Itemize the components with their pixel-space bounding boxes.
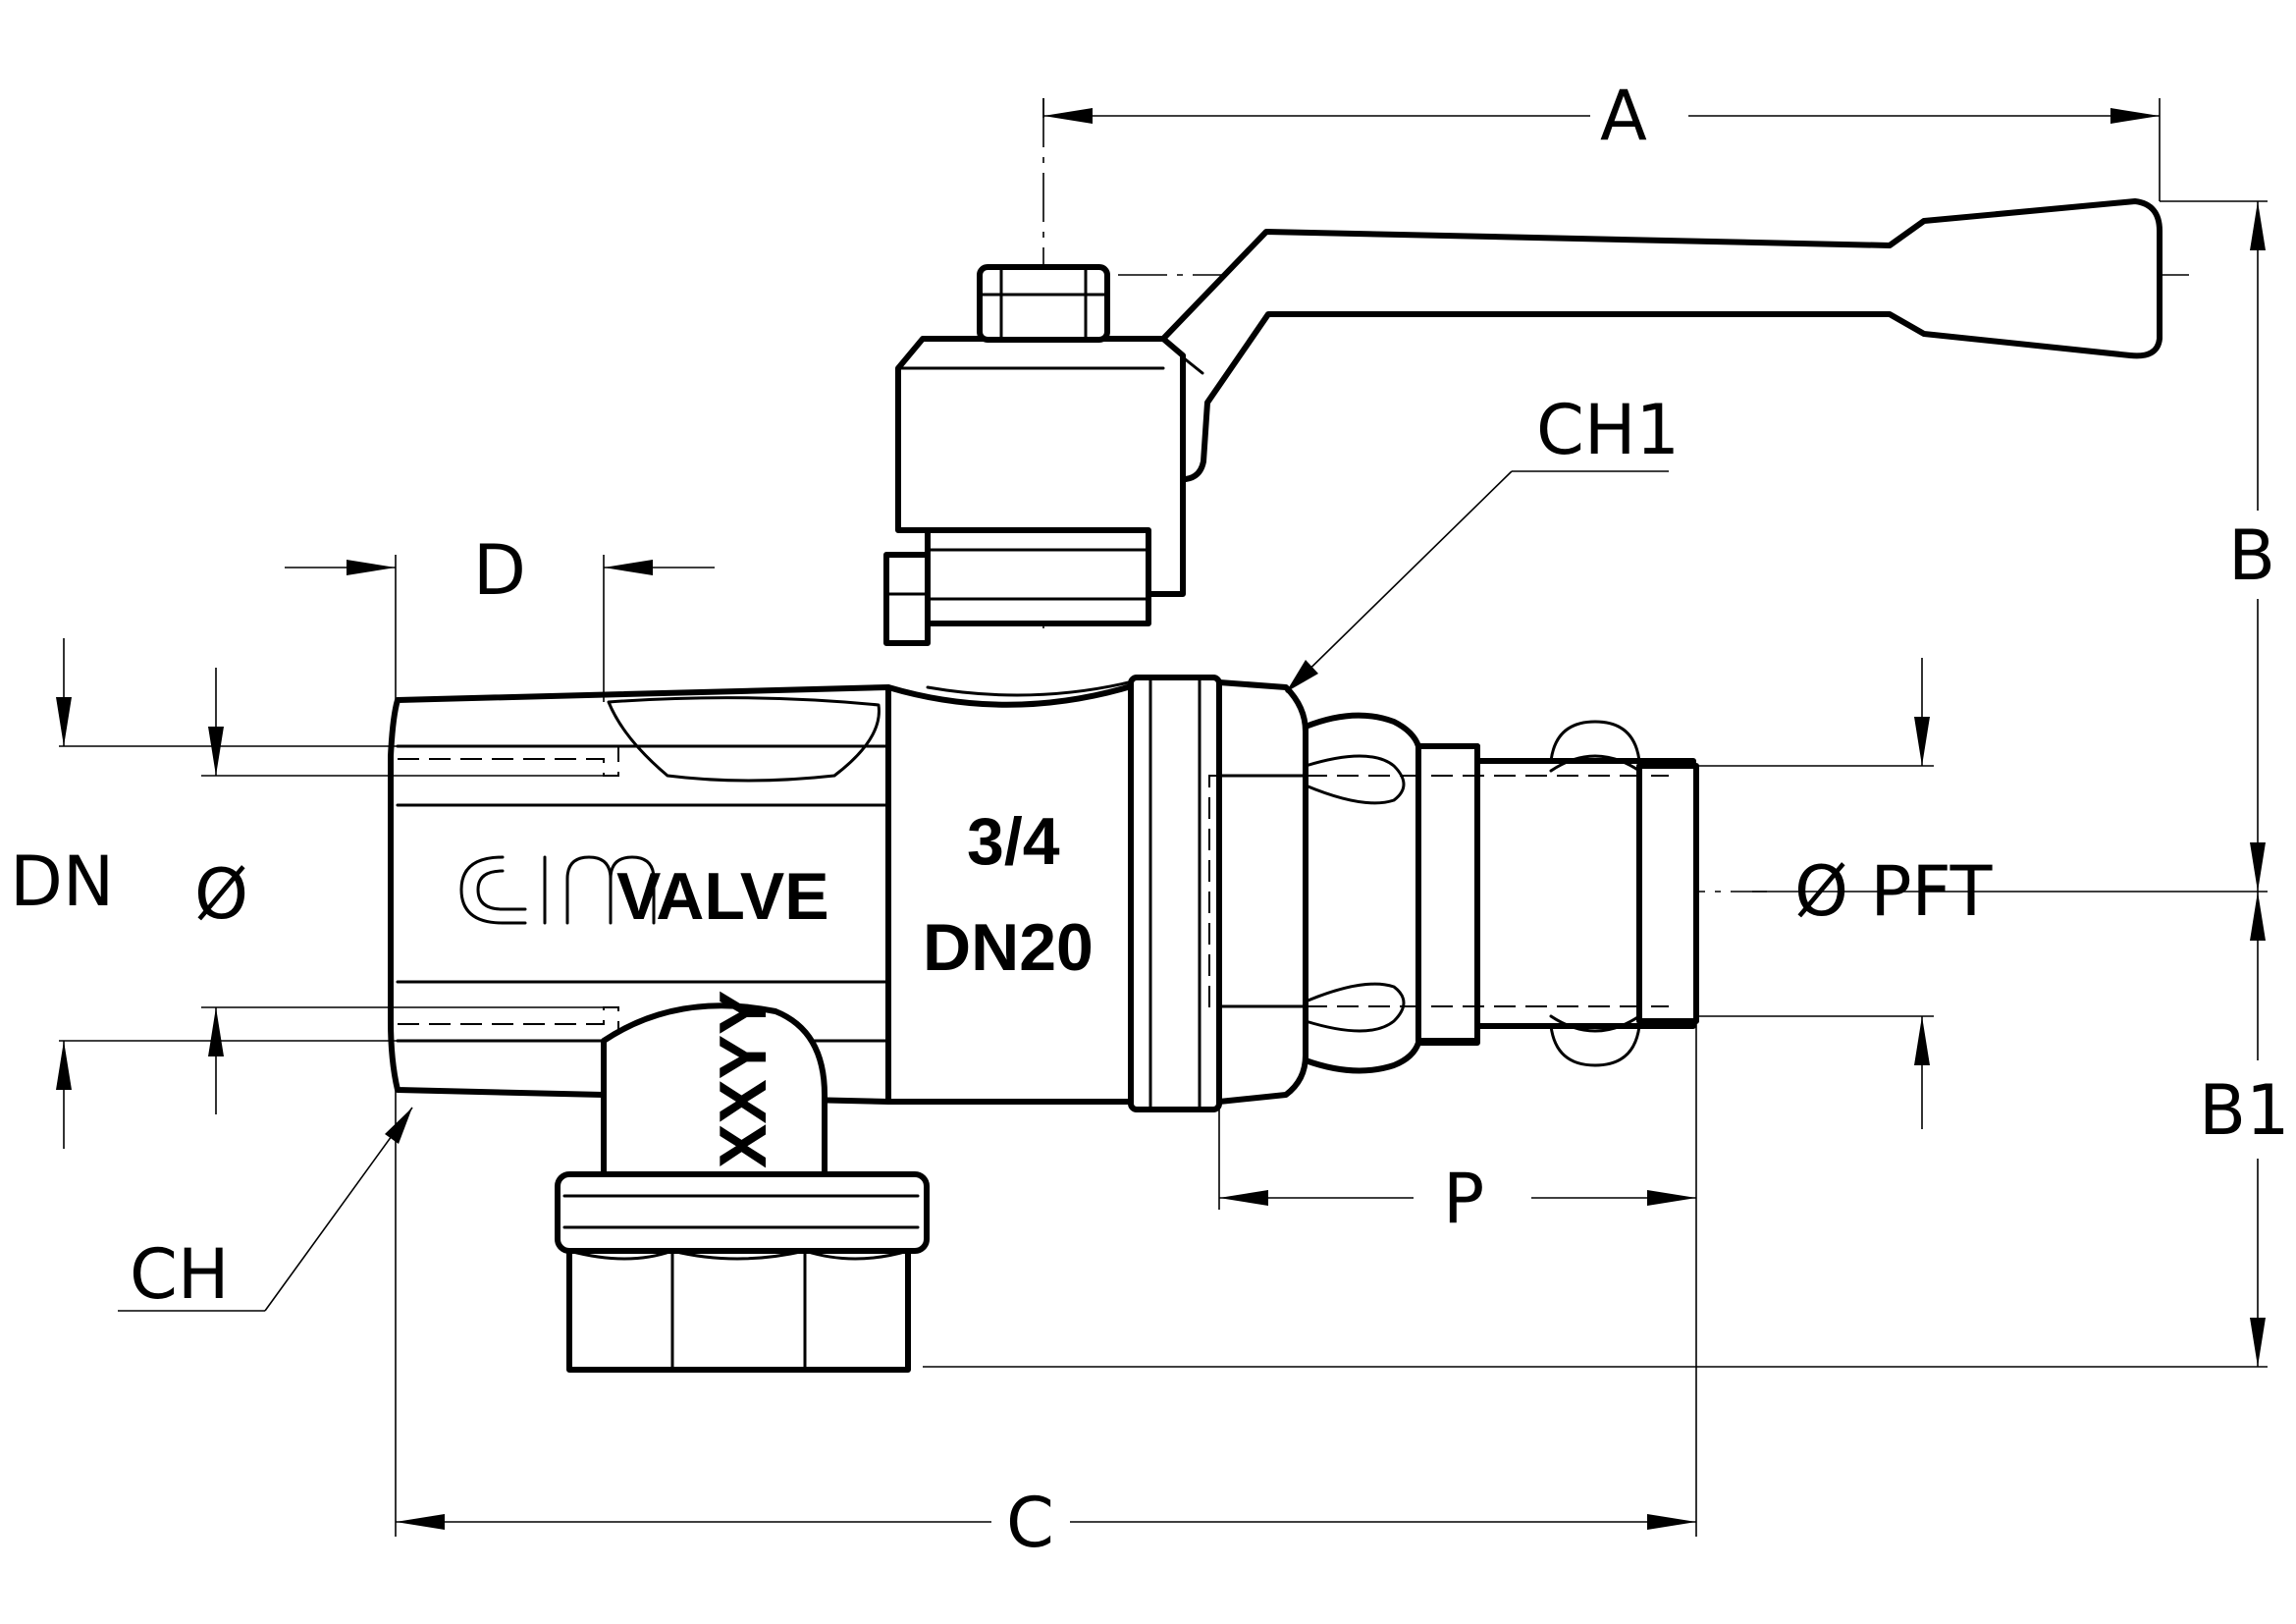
brand-logo bbox=[459, 855, 656, 925]
dim-label-C: C bbox=[1006, 1483, 1054, 1563]
dim-label-CH: CH bbox=[130, 1234, 230, 1315]
dim-label-B1: B1 bbox=[2199, 1070, 2290, 1151]
dimension-labels: A B B1 C D DN Ø Ø PFT P CH CH1 bbox=[10, 76, 2290, 1563]
dim-label-CH1: CH1 bbox=[1536, 390, 1680, 470]
dim-label-A: A bbox=[1600, 76, 1647, 156]
valve-body bbox=[388, 675, 1161, 1373]
body-markings: VALVE 3/4 DN20 XXYY bbox=[459, 804, 1094, 1168]
dim-label-DN: DN bbox=[10, 841, 114, 922]
dim-label-diameter: Ø bbox=[194, 854, 248, 935]
dim-label-diameter-pft: Ø PFT bbox=[1794, 851, 1993, 932]
dim-label-P: P bbox=[1443, 1159, 1484, 1239]
size-dn-text: DN20 bbox=[923, 910, 1094, 985]
dimension-lines bbox=[56, 98, 2268, 1537]
dim-label-B: B bbox=[2228, 515, 2275, 596]
size-inch-text: 3/4 bbox=[967, 804, 1060, 879]
date-code-text: XXYY bbox=[706, 991, 780, 1168]
handle-head bbox=[883, 264, 1186, 646]
model-text: VALVE bbox=[616, 859, 829, 934]
press-fitting-end bbox=[1128, 675, 1699, 1112]
dim-label-D: D bbox=[473, 530, 526, 611]
